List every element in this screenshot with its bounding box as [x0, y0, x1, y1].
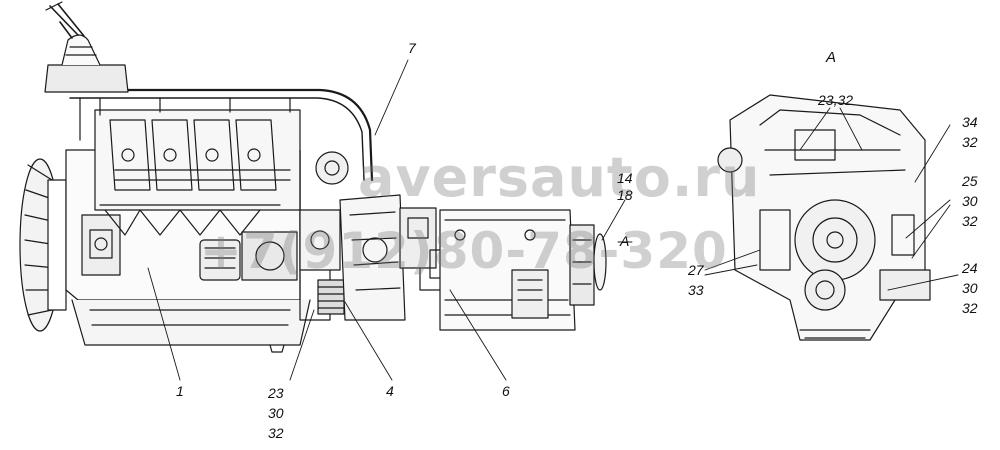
callout-27: 27 — [688, 262, 704, 278]
callout-24: 24 — [962, 260, 978, 276]
callout-34: 34 — [962, 114, 978, 130]
output-flange — [569, 224, 607, 306]
callout-30-b: 30 — [962, 193, 978, 209]
leader-lines — [147, 59, 959, 381]
callout-7: 7 — [408, 40, 416, 56]
callout-14: 14 — [617, 170, 633, 186]
callout-1: 1 — [176, 383, 184, 399]
callout-32-a: 32 — [962, 134, 978, 150]
callout-23-left: 23 — [268, 385, 284, 401]
view-label: А — [826, 49, 837, 66]
callout-30-left: 30 — [268, 405, 284, 421]
intake-pipe — [68, 88, 374, 182]
clutch-housing — [339, 194, 406, 321]
callout-4: 4 — [386, 383, 394, 399]
shift-mechanism — [399, 207, 461, 291]
gearbox — [439, 209, 576, 331]
callout-25: 25 — [962, 173, 978, 189]
callout-6: 6 — [502, 383, 510, 399]
breather-hose — [44, 1, 129, 93]
callout-23-32: 23,32 — [818, 92, 854, 108]
rear-view-a — [717, 94, 931, 341]
fan-disc — [19, 158, 67, 332]
callout-30-c: 30 — [962, 280, 978, 296]
callout-view-ref: А — [620, 233, 630, 249]
cylinder-heads — [94, 109, 301, 236]
callout-32-c: 32 — [962, 300, 978, 316]
callout-32-left: 32 — [268, 425, 284, 441]
callout-32-b: 32 — [962, 213, 978, 229]
callout-33: 33 — [688, 282, 704, 298]
callout-18: 18 — [617, 187, 633, 203]
watermark-phone: +7(912)80-78-320 — [200, 222, 728, 280]
side-view-assembly — [19, 1, 607, 353]
watermark-site: aversauto.ru — [358, 146, 761, 209]
